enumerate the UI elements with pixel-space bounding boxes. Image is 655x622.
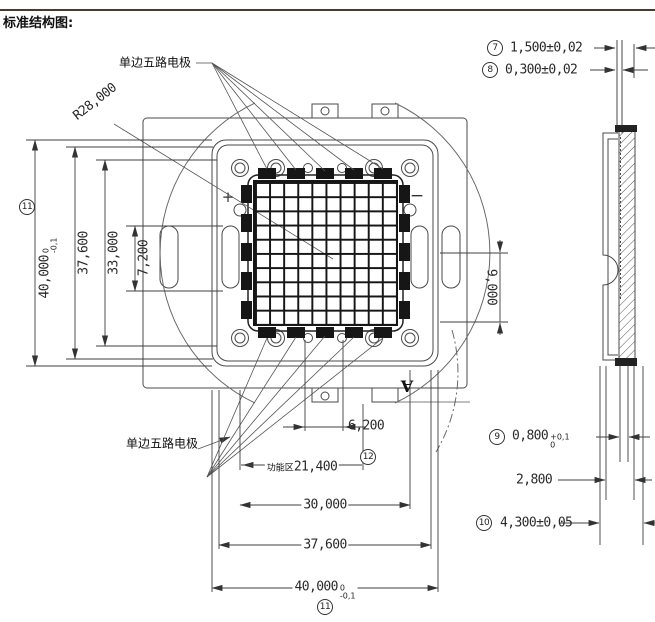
dim-9000-right: 9,000: [483, 268, 499, 306]
side-section-view: [558, 40, 655, 545]
dim-37600-left: 37,600: [76, 231, 92, 275]
dim-4300: 4,300±0,05: [500, 515, 573, 531]
top-border-line: [0, 9, 655, 11]
ref-bubble-12: 12: [360, 449, 376, 465]
dim-1500: 1,500±0,02: [510, 40, 583, 56]
dim-37600-bottom: 37,600: [301, 537, 349, 553]
section-marker-a: A: [400, 376, 414, 396]
cathode-minus-mark: −: [409, 186, 425, 206]
dim-33000-left: 33,000: [106, 231, 122, 275]
dim-7200-left: 7,200: [136, 239, 152, 277]
dim-6200: 6,200: [348, 418, 385, 434]
dim-21400: 功能区21,400: [264, 455, 340, 475]
page-title: 标准结构图:: [3, 16, 74, 31]
ref-bubble-7: 7: [487, 40, 503, 56]
electrode-label-top: 单边五路电极: [118, 55, 192, 70]
electrode-label-bottom: 单边五路电极: [125, 436, 199, 451]
dim-30000: 30,000: [301, 497, 349, 513]
ref-bubble-10: 10: [476, 515, 492, 531]
ref-bubble-9: 9: [489, 429, 505, 445]
electrode-pads: [241, 168, 410, 338]
dim-0300: 0,300±0,02: [505, 62, 578, 78]
ref-bubble-11-bottom: 11: [317, 599, 333, 615]
led-chip-grid: [253, 180, 398, 326]
ref-bubble-11-left: 11: [19, 199, 35, 215]
plan-view: [113, 62, 491, 478]
ref-bubble-8: 8: [482, 62, 498, 78]
dim-2800: 2,800: [516, 472, 553, 488]
anode-plus-mark: +: [221, 188, 235, 206]
